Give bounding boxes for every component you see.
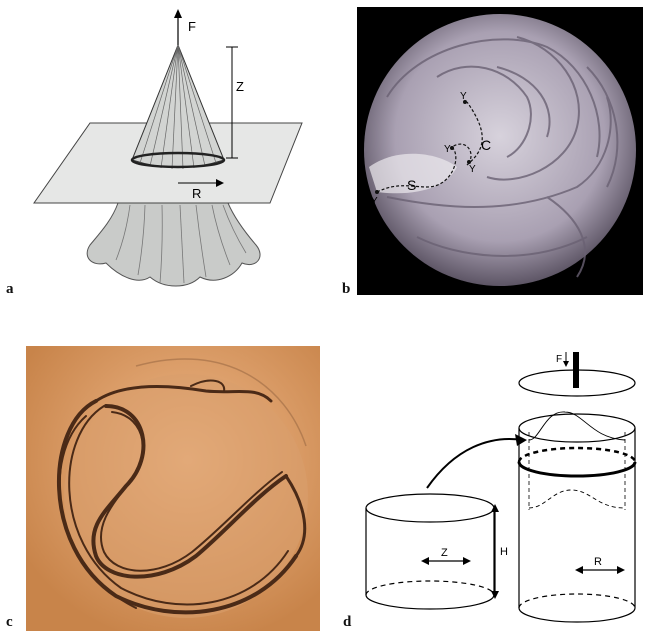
y-label-1: Y — [371, 196, 378, 207]
coiled-sheet-photo — [26, 346, 320, 631]
force-label: F — [188, 19, 196, 34]
y-label-3: Y — [444, 144, 451, 155]
transform-arrow — [427, 439, 523, 488]
crumpled-skirt — [87, 203, 260, 286]
panel-label-d: d — [343, 614, 351, 631]
y-label-2: Y — [460, 91, 467, 102]
radius-label: R — [192, 186, 201, 201]
small-cylinder-top — [366, 494, 494, 522]
crumpled-sheet-photo: Y Y Y Y C S — [357, 7, 643, 295]
r-label: R — [594, 556, 602, 568]
panel-b: Y Y Y Y C S — [357, 7, 643, 295]
container-disc — [364, 14, 636, 286]
rod — [573, 352, 579, 388]
panel-label-b: b — [342, 281, 350, 298]
cone — [132, 45, 224, 168]
panel-d: F Z H R — [355, 340, 645, 630]
h-label: H — [500, 546, 508, 558]
s-label: S — [407, 177, 416, 193]
panel-a: F Z R — [20, 5, 320, 295]
panel-label-c: c — [6, 614, 13, 631]
c-label: C — [481, 137, 491, 153]
y-label-4: Y — [469, 164, 476, 175]
tall-cylinder-top — [519, 414, 635, 442]
cone-sheet-illustration: F Z R — [20, 5, 320, 295]
force-label: F — [556, 354, 562, 365]
panel-label-a: a — [6, 281, 14, 298]
panel-c — [26, 346, 320, 631]
cylinder-schematic: F Z H R — [355, 340, 645, 630]
height-label: Z — [236, 79, 244, 94]
z-label: Z — [441, 547, 448, 559]
